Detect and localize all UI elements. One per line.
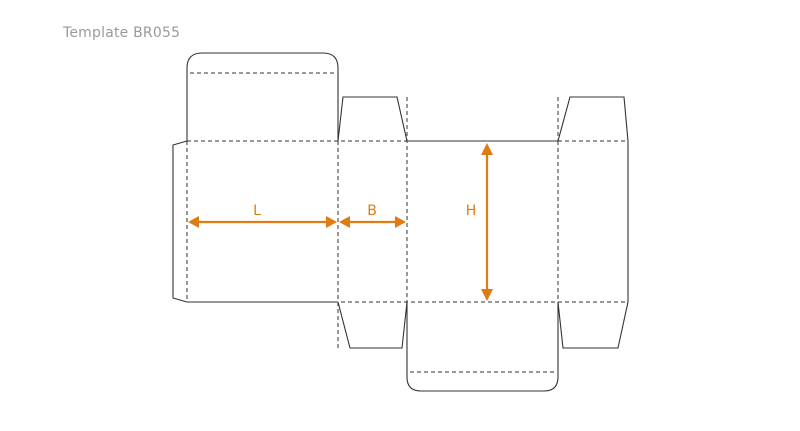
bottom-tuck-flap-outline [406, 302, 559, 392]
dimension-h-label: H [466, 203, 477, 219]
dimension-b-arrow-left [339, 216, 350, 228]
top-tuck-flap-outline [186, 52, 339, 141]
dimension-h-arrow-bottom [481, 289, 493, 301]
dimension-b-label: B [367, 203, 377, 219]
template-title: Template BR055 [63, 25, 181, 41]
dimension-l: L [188, 203, 337, 228]
dimension-l-arrow-left [188, 216, 199, 228]
dimension-b-arrow-right [395, 216, 406, 228]
dimension-l-arrow-right [326, 216, 337, 228]
dimension-h-arrow-top [481, 143, 493, 155]
top-dust-flap-left-outline [337, 96, 408, 142]
glue-flap-outline [172, 140, 188, 303]
dimension-b: B [339, 203, 406, 228]
fold-lines [186, 72, 628, 373]
bottom-dust-flap-right-outline [557, 301, 629, 349]
top-dust-flap-right-outline [557, 96, 629, 142]
bottom-dust-flap-left-outline [337, 301, 408, 349]
dimension-h: H [466, 143, 493, 301]
cut-lines [172, 52, 629, 392]
dimension-l-label: L [253, 203, 261, 219]
